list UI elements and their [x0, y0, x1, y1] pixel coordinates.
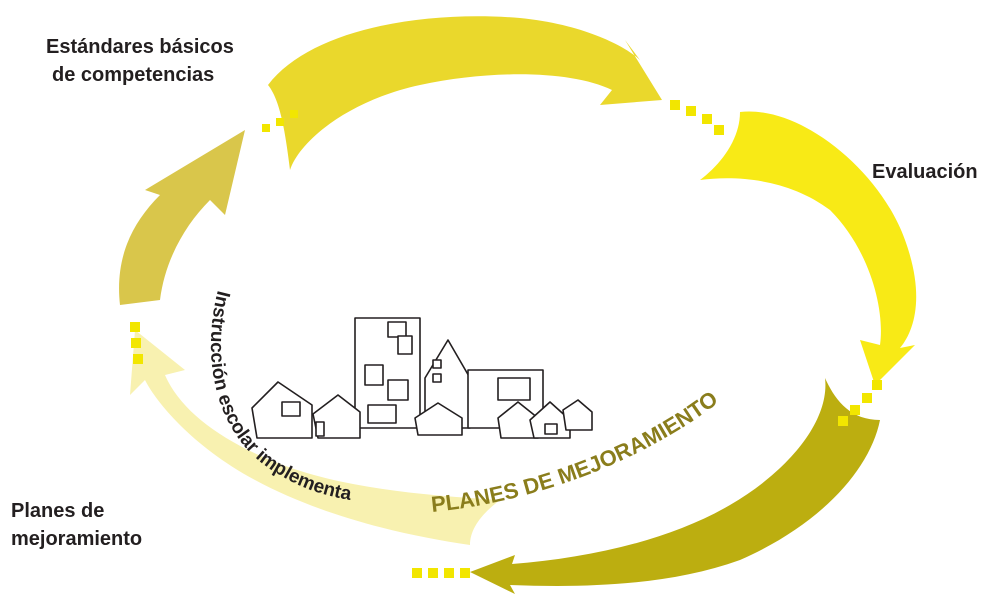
arrow-left-lower [130, 330, 500, 545]
arrow-left-upper [119, 130, 245, 305]
label-standards: Estándares básicos de competencias [46, 33, 234, 89]
dotted-connector-top-left [262, 110, 298, 132]
arrow-bottom [470, 378, 880, 594]
label-standards-line-2: de competencias [52, 64, 215, 86]
dotted-connector-right [838, 380, 882, 426]
dotted-connector-left [130, 322, 143, 364]
dotted-connector-top-right [670, 100, 724, 135]
arrow-top [268, 16, 662, 170]
arrow-right [700, 111, 917, 385]
label-plans-line-2: mejoramiento [11, 528, 143, 550]
label-evaluation: Evaluación [872, 161, 978, 183]
label-plans-line-1: Planes de [11, 500, 105, 522]
city-buildings-icon [251, 317, 593, 439]
label-plans: Planes de mejoramiento [11, 497, 142, 553]
label-standards-line-1: Estándares básicos [46, 36, 234, 58]
dotted-connector-bottom [412, 568, 470, 578]
